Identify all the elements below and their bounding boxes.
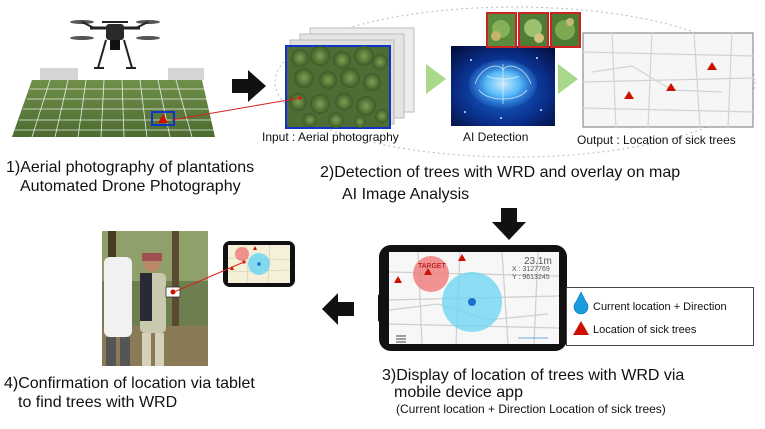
arrow-left-icon [322, 293, 354, 325]
step1-subtitle: Automated Drone Photography [20, 178, 241, 195]
legend-current-label: Current location + Direction [593, 301, 727, 313]
step3-title: 3)Display of location of trees with WRD … [382, 367, 685, 384]
drone-field-illustration [12, 20, 215, 138]
drone-icon [70, 20, 160, 69]
legend-box: Current location + Direction Location of… [566, 287, 754, 346]
pipeline-outline [274, 6, 756, 158]
step1-title: 1)Aerial photography of plantations [6, 159, 255, 176]
step2-title: 2)Detection of trees with WRD and overla… [320, 164, 681, 181]
field-confirmation-photo [102, 231, 208, 366]
chevron-right-icon [426, 64, 446, 94]
step2-subtitle: AI Image Analysis [342, 186, 470, 203]
output-map [582, 32, 754, 128]
detected-crops [486, 12, 581, 48]
step3-subtitle: mobile device app [394, 384, 523, 401]
phone-app-screen [378, 245, 567, 351]
coord-y-readout: Y : 9613245 [512, 274, 550, 281]
legend-sick-label: Location of sick trees [593, 324, 697, 336]
background-hill [168, 68, 204, 80]
step3-caption: 3)Display of location of trees with WRD … [382, 366, 684, 417]
aerial-photo-stack [285, 27, 415, 129]
step1-caption: 1)Aerial photography of plantations Auto… [6, 158, 254, 196]
ai-detection-label: AI Detection [463, 130, 529, 144]
sick-tree-marker [666, 83, 676, 91]
step4-subtitle: to find trees with WRD [18, 394, 178, 411]
step3-note: (Current location + Direction Location o… [396, 402, 666, 416]
plantation-field [12, 80, 215, 137]
output-label: Output : Location of sick trees [577, 133, 736, 147]
location-pin-icon [573, 291, 589, 315]
sick-tree-marker [458, 254, 466, 261]
tablet-screen [223, 241, 295, 287]
step4-title: 4)Confirmation of location via tablet [4, 375, 255, 392]
target-label: TARGET [418, 263, 446, 270]
step2-caption: 2)Detection of trees with WRD and overla… [320, 163, 680, 204]
sick-tree-marker [624, 91, 634, 99]
coord-x-readout: X : 3127769 [512, 266, 550, 273]
current-location-dot [468, 298, 476, 306]
warning-triangle-icon [573, 321, 589, 335]
arrow-right-icon [232, 70, 266, 102]
sick-tree-marker [707, 62, 717, 70]
arrow-down-icon [492, 208, 526, 240]
chevron-right-icon [558, 64, 578, 94]
input-label: Input : Aerial photography [262, 130, 399, 144]
distance-readout: 23.1m [524, 256, 552, 267]
step4-caption: 4)Confirmation of location via tablet to… [4, 374, 255, 412]
sick-tree-marker [158, 114, 168, 123]
sick-tree-marker [394, 276, 402, 283]
sick-tree-marker [424, 268, 432, 275]
ai-brain-image [451, 46, 555, 126]
background-hill [40, 68, 78, 80]
